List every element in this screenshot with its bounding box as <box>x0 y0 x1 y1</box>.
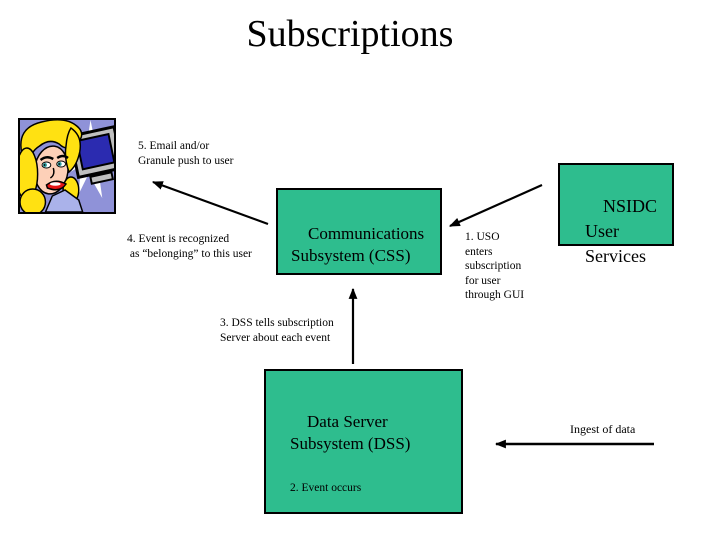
note-step1: 1. USO enters subscription for user thro… <box>465 231 525 301</box>
note-step4: 4. Event is recognized as “belonging” to… <box>127 233 252 260</box>
css-subsystem-box: Communications Subsystem (CSS) <box>276 188 442 275</box>
note-step2: 2. Event occurs <box>290 482 362 494</box>
woman-at-computer-icon <box>20 120 114 212</box>
nsidc-user-services-box: NSIDC User Services <box>558 163 674 266</box>
note-ingest: Ingest of data <box>570 422 636 436</box>
woman-at-computer-clipart <box>18 118 116 214</box>
arrow-nsidc-to-css <box>448 183 543 228</box>
note-step3: 3. DSS tells subscription Server about e… <box>220 317 334 344</box>
dss-subsystem-box: Data Server Subsystem (DSS) 2. Event occ… <box>264 369 463 514</box>
dss-subsystem-label: Data Server Subsystem (DSS) <box>290 412 411 453</box>
slide-title: Subscriptions <box>246 13 454 55</box>
hair-shape <box>20 120 83 212</box>
nsidc-user-services-label: NSIDC User Services <box>585 196 658 266</box>
css-subsystem-label: Communications Subsystem (CSS) <box>291 224 425 265</box>
note-step5: 5. Email and/or Granule push to user <box>138 140 234 167</box>
arrow-css-to-user <box>151 180 269 226</box>
eyes-shape <box>41 160 67 169</box>
clothing-shape <box>44 189 84 212</box>
